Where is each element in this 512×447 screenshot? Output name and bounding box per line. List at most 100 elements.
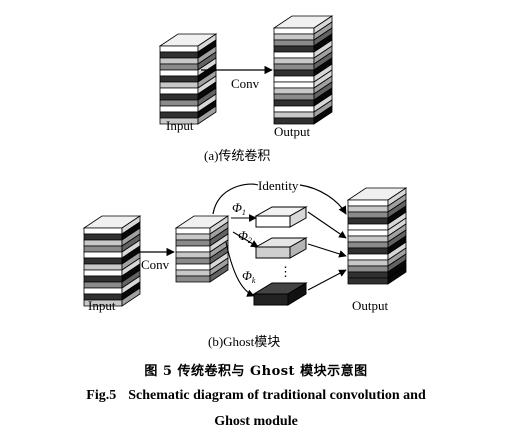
stack-layer (83, 227, 123, 235)
stack-layer (273, 51, 315, 59)
input-feature-stack (82, 215, 142, 307)
conv-label: Conv (141, 257, 170, 272)
stack-layer-side (313, 105, 333, 125)
stack-layer (273, 69, 315, 77)
stack-layer (175, 233, 211, 241)
stack-layer (273, 99, 315, 107)
ghost-map-2-front (255, 246, 291, 259)
stack-layer (347, 223, 389, 231)
stack-layer (347, 211, 389, 219)
panel-b: Input Conv Identity Φ1 Φ2 Φk ⋮ Outpu (82, 178, 408, 349)
stack-layer (273, 111, 315, 119)
stack-layer (83, 287, 123, 295)
input-label: Input (88, 298, 116, 313)
stack-layer (175, 275, 211, 283)
stack-layer (159, 63, 199, 71)
figure-caption-en: Fig.5 Schematic diagram of traditional co… (0, 388, 512, 404)
stack-layer (83, 275, 123, 283)
stack-layer (83, 281, 123, 289)
stack-layer (347, 271, 389, 279)
intrinsic-feature-stack (174, 215, 230, 283)
stack-layer (347, 277, 389, 285)
stack-layer (273, 33, 315, 41)
panel-b-caption: (b)Ghost模块 (208, 334, 280, 349)
stack-layer (273, 81, 315, 89)
stack-layer (175, 257, 211, 265)
stack-layer (175, 239, 211, 247)
phi2-arrow (232, 231, 259, 248)
figure-caption-en-line2: Ghost module (214, 414, 298, 429)
phik-arrow (225, 241, 255, 297)
stack-layer-side (209, 263, 229, 283)
out-arrow-2 (307, 243, 347, 258)
stack-layer (273, 27, 315, 35)
stack-layer-side (197, 105, 217, 125)
output-feature-stack (272, 15, 334, 125)
stack-layer (159, 93, 199, 101)
stack-layer (159, 99, 199, 107)
ellipsis: ⋮ (279, 264, 292, 279)
ghost-map-2-side (289, 237, 307, 259)
output-label: Output (274, 124, 311, 139)
stack-layer (175, 269, 211, 277)
stack-layer (347, 199, 389, 207)
input-feature-stack (158, 33, 218, 125)
stack-layer (83, 263, 123, 271)
ghost-map-1-side (289, 206, 307, 228)
output-label: Output (352, 298, 389, 313)
stack-layer (347, 265, 389, 273)
stack-layer (83, 251, 123, 259)
stack-layer (159, 75, 199, 83)
stack-layer (159, 69, 199, 77)
figure-caption-en-line1: Schematic diagram of traditional convolu… (128, 388, 426, 403)
identity-label: Identity (258, 178, 299, 193)
stack-layer (273, 39, 315, 47)
panel-a: Conv Input Output (a)传统卷积 (158, 15, 334, 163)
stack-layer (175, 227, 211, 235)
ghost-map-k-side (287, 282, 307, 306)
stack-layer (347, 241, 389, 249)
identity-curve-left (212, 183, 259, 215)
stack-layer (273, 45, 315, 53)
phi1-label: Φ1 (232, 200, 246, 217)
ghost-map-k-front (253, 293, 289, 306)
stack-layer (273, 75, 315, 83)
stack-layer (159, 57, 199, 65)
phi2-label: Φ2 (238, 228, 252, 245)
stack-layer (273, 105, 315, 113)
stack-layer (273, 87, 315, 95)
stack-layer (83, 257, 123, 265)
stack-layer-side (387, 265, 407, 285)
stack-layer (175, 245, 211, 253)
stack-layer (347, 217, 389, 225)
figure-caption-cn: 图 5 传统卷积与 Ghost 模块示意图 (144, 364, 368, 379)
stack-layer (273, 93, 315, 101)
stack-layer (347, 229, 389, 237)
figure-number: Fig.5 (86, 388, 117, 403)
conv-label: Conv (231, 76, 260, 91)
stack-layer (159, 105, 199, 113)
phik-label: Φk (242, 268, 256, 285)
input-label: Input (166, 118, 194, 133)
stack-layer (159, 81, 199, 89)
stack-layer (347, 253, 389, 261)
stack-layer (347, 259, 389, 267)
panel-a-caption: (a)传统卷积 (204, 148, 270, 163)
stack-layer (347, 205, 389, 213)
stack-layer (159, 87, 199, 95)
stack-layer (273, 57, 315, 65)
output-feature-stack (346, 187, 408, 285)
ghost-map-1-front (255, 215, 291, 228)
out-arrow-1 (307, 211, 347, 239)
stack-layer-side (121, 287, 141, 307)
identity-curve-right (299, 184, 347, 215)
stack-layer (83, 245, 123, 253)
stack-layer (347, 247, 389, 255)
stack-layer (83, 239, 123, 247)
stack-layer (159, 51, 199, 59)
stack-layer (347, 235, 389, 243)
stack-layer (175, 251, 211, 259)
stack-layer (273, 63, 315, 71)
out-arrow-k (307, 269, 347, 291)
